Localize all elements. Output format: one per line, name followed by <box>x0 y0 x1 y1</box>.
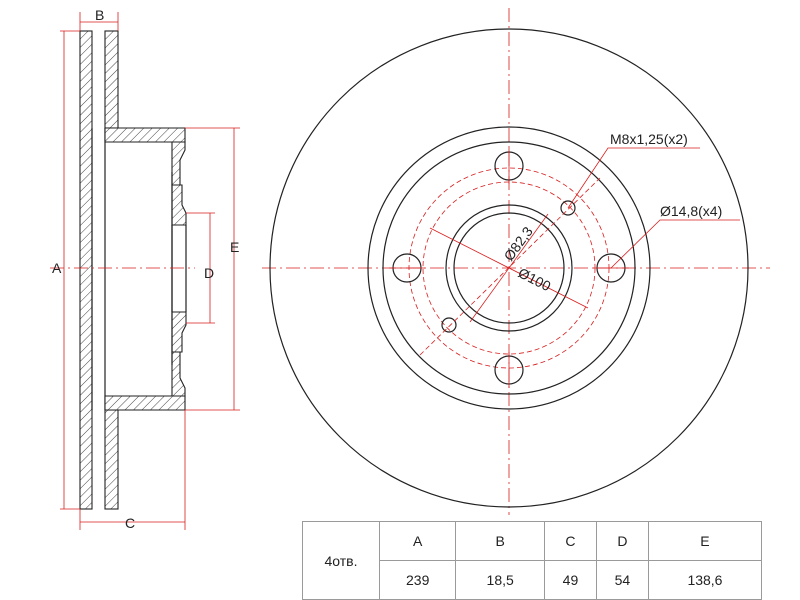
front-view: M8x1,25(x2) Ø14,8(x4) Ø100 Ø82,3 <box>262 8 770 515</box>
table-value-row: 239 18,5 49 54 138,6 <box>303 560 763 600</box>
dim-label-c: C <box>125 515 135 531</box>
table-value-e: 138,6 <box>647 560 763 600</box>
table-value-c: 49 <box>543 560 597 600</box>
table-header-a: A <box>378 521 457 561</box>
thread-callout: M8x1,25(x2) <box>610 131 688 147</box>
table-value-b: 18,5 <box>455 560 545 600</box>
side-section-view: B A C D E <box>50 7 240 531</box>
hat-face-mid-bottom <box>171 311 187 353</box>
dim-label-b: B <box>95 7 104 23</box>
hat-face-top <box>171 141 186 186</box>
table-header-row: 4отв. A B C D E <box>302 521 763 600</box>
table-header-e: E <box>647 521 763 561</box>
outer-friction-plate <box>79 30 93 510</box>
hat-outer-edge <box>367 126 651 410</box>
outer-disc-edge <box>269 28 749 508</box>
hub-bore-outer <box>445 204 573 332</box>
hat-face-bottom <box>171 351 186 397</box>
table-value-d: 54 <box>595 560 649 600</box>
thread-hole-lower <box>441 317 457 333</box>
table-value-a: 239 <box>378 560 457 600</box>
inner-friction-plate <box>104 30 119 129</box>
hat-wall-top <box>104 127 186 143</box>
bolt-hole-callout: Ø14,8(x4) <box>660 203 722 219</box>
pcd-label: Ø100 <box>516 264 554 294</box>
table-header-c: C <box>543 521 597 561</box>
dim-label-e: E <box>230 239 239 255</box>
hat-wall-bottom <box>104 395 186 411</box>
hub-bore-inner <box>453 212 565 324</box>
table-header-d: D <box>595 521 649 561</box>
hat-step-edge <box>382 141 636 395</box>
dim-label-d: D <box>204 265 214 281</box>
table-row-label: 4отв. <box>302 521 380 600</box>
hub-diameter-label: Ø82,3 <box>500 223 535 263</box>
dimension-table: 4отв. A B C D E 239 18,5 49 54 138,6 <box>302 521 763 600</box>
table-header-b: B <box>455 521 545 561</box>
dim-label-a: A <box>52 260 62 276</box>
hat-face-mid-top <box>171 184 187 226</box>
inner-friction-plate-lower <box>104 409 119 510</box>
thread-hole-upper <box>560 200 576 216</box>
